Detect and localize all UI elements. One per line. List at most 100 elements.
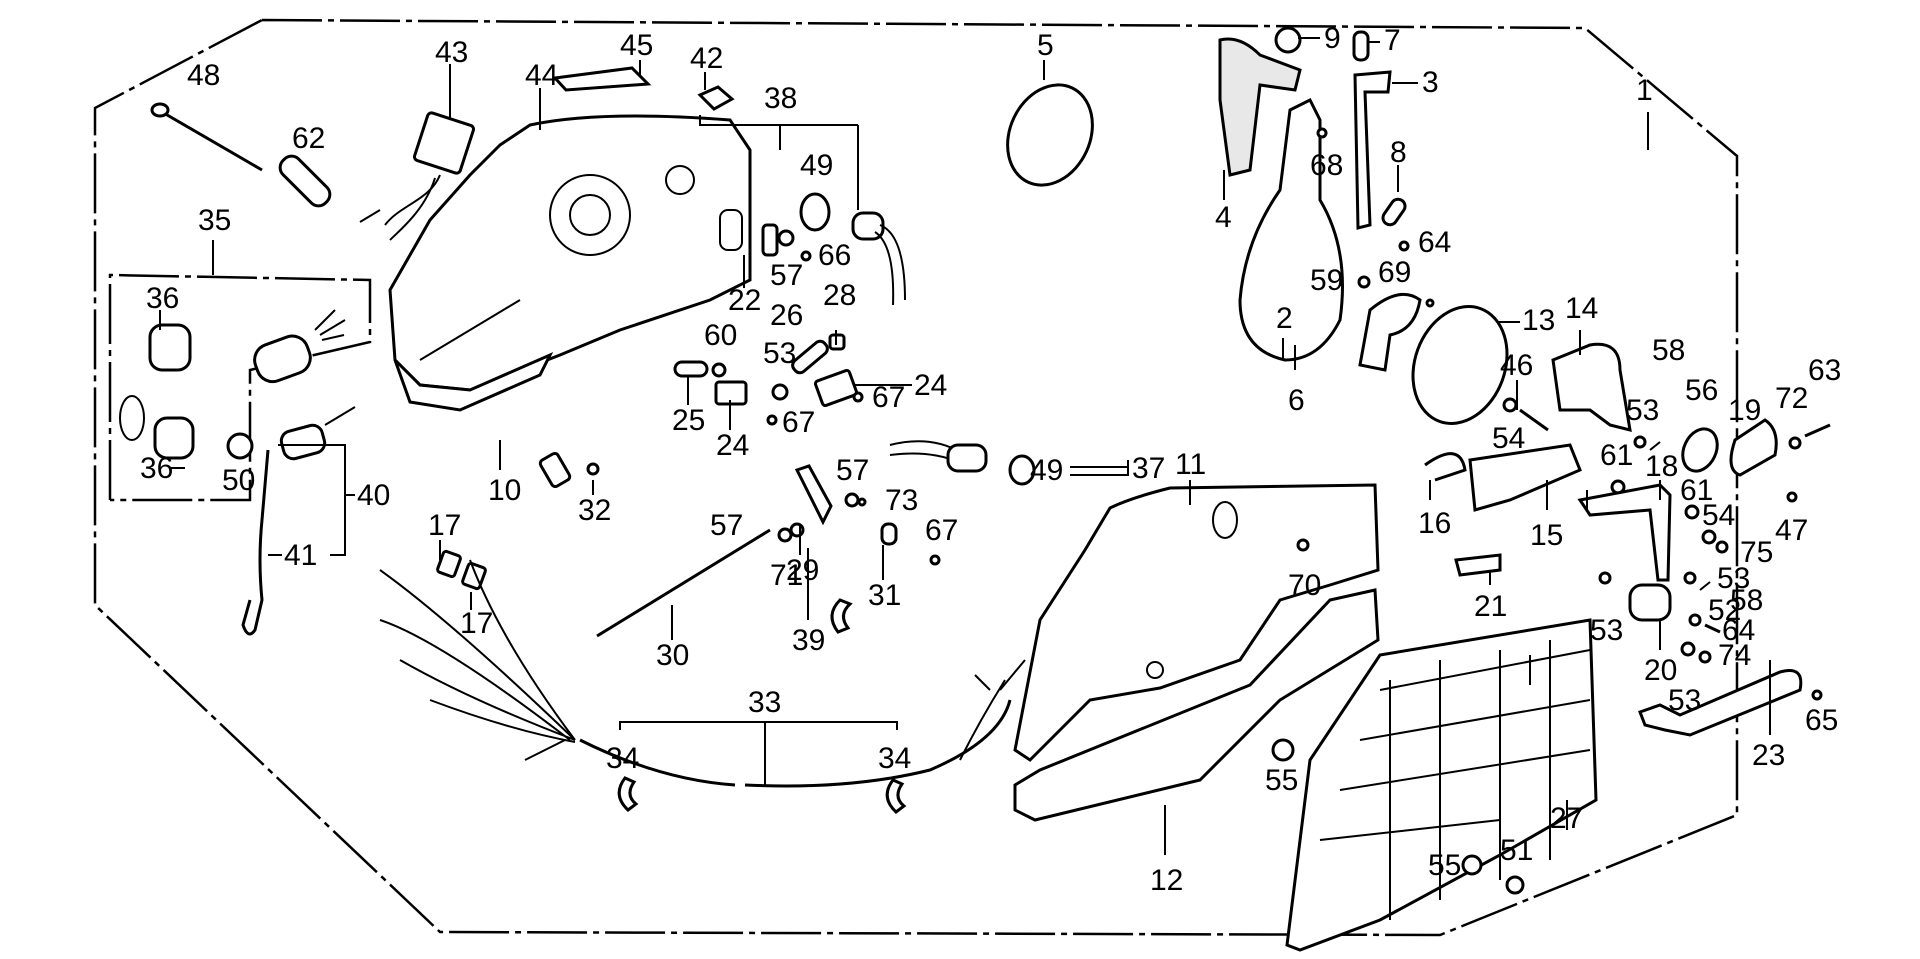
callout-74: 74 <box>1718 639 1751 672</box>
part-13-gear-plate <box>1411 305 1509 425</box>
part-35-kit-boundary <box>108 273 372 502</box>
part-26-spring <box>791 339 829 375</box>
part-74-nut <box>1698 650 1712 664</box>
callout-labels: 1 2 3 4 5 6 7 8 9 10 11 12 13 14 15 16 1… <box>140 22 1841 897</box>
callout-40: 40 <box>357 479 390 512</box>
callout-2: 2 <box>1276 302 1293 335</box>
part-38-connector <box>851 211 906 306</box>
callout-42: 42 <box>690 42 723 75</box>
callout-43: 43 <box>435 36 468 69</box>
part-40-stop-switch <box>279 406 356 461</box>
callout-48: 48 <box>187 59 220 92</box>
callout-32: 32 <box>578 494 611 527</box>
callout-64b: 64 <box>1722 614 1755 647</box>
callout-19: 19 <box>1728 394 1761 427</box>
part-37-connector <box>889 440 988 473</box>
part-57-washer-c <box>789 522 805 538</box>
callout-53b: 53 <box>1626 394 1659 427</box>
part-24-plate-b <box>813 368 859 408</box>
callout-5: 5 <box>1037 29 1054 62</box>
part-39-clamp <box>830 598 853 634</box>
callout-31: 31 <box>868 579 901 612</box>
leader-lines <box>159 37 1771 855</box>
callout-22: 22 <box>728 284 761 317</box>
part-14-bracket <box>1551 342 1632 433</box>
callout-3: 3 <box>1422 66 1439 99</box>
part-56-seal <box>1681 427 1719 473</box>
part-61-nut-b <box>1684 504 1700 520</box>
callout-66: 66 <box>818 239 851 272</box>
part-52-washer <box>1688 613 1702 627</box>
callout-57c: 57 <box>710 509 743 542</box>
callout-63: 63 <box>1808 354 1841 387</box>
part-57-washer-b <box>844 492 860 508</box>
part-5-ring <box>1006 83 1094 187</box>
callout-36b: 36 <box>140 452 173 485</box>
callout-51: 51 <box>1500 834 1533 867</box>
callout-50: 50 <box>222 464 255 497</box>
part-19-cover <box>1729 418 1778 477</box>
part-71-nut <box>777 527 793 543</box>
assembly-boundary <box>93 18 1739 937</box>
part-55-washer-b <box>1461 854 1483 876</box>
part-46-bolt <box>1519 408 1549 432</box>
callout-34b: 34 <box>878 742 911 775</box>
callout-45: 45 <box>620 29 653 62</box>
callout-73: 73 <box>885 484 918 517</box>
part-53-washer-c <box>1683 571 1697 585</box>
callout-60: 60 <box>704 319 737 352</box>
callout-53d: 53 <box>1590 614 1623 647</box>
part-21-spring <box>1454 553 1502 577</box>
part-10-plate <box>393 351 554 412</box>
part-53-washer-e <box>1680 641 1696 657</box>
part-48-bolt <box>150 102 263 172</box>
callout-55b: 55 <box>1428 849 1461 882</box>
part-58-pin-a <box>1649 441 1661 451</box>
callout-57a: 57 <box>770 259 803 292</box>
callout-24a: 24 <box>914 369 947 402</box>
part-6-cam <box>1358 292 1422 372</box>
callout-61a: 61 <box>1600 439 1633 472</box>
part-68-screw <box>1316 127 1328 139</box>
callout-41: 41 <box>284 539 317 572</box>
part-73-pin <box>857 497 867 507</box>
part-45-label-plate <box>551 66 652 92</box>
part-67-screw-b <box>766 414 778 426</box>
part-54-washer-a <box>1502 397 1518 413</box>
callout-1: 1 <box>1636 74 1653 107</box>
part-65-screw <box>1811 689 1823 701</box>
callout-71: 71 <box>770 559 803 592</box>
part-60-pin <box>711 362 727 378</box>
callout-35: 35 <box>198 204 231 237</box>
callout-49a: 49 <box>800 149 833 182</box>
part-53-washer-b <box>1633 435 1647 449</box>
part-33-wire-harness <box>379 559 1026 788</box>
callout-53c: 53 <box>1717 562 1750 595</box>
callout-75: 75 <box>1740 536 1773 569</box>
part-36-key <box>119 323 195 460</box>
part-49-seal-b <box>1008 454 1036 486</box>
callout-49b: 49 <box>1030 454 1063 487</box>
callout-64a: 64 <box>1418 226 1451 259</box>
part-54-washer-b <box>1701 529 1717 545</box>
callout-8: 8 <box>1390 136 1407 169</box>
part-20-switch <box>1628 583 1672 622</box>
callout-16: 16 <box>1418 507 1451 540</box>
callout-67a: 67 <box>872 381 905 414</box>
part-69-screw <box>1357 275 1371 289</box>
callout-25: 25 <box>672 404 705 437</box>
part-51-nut <box>1505 875 1525 895</box>
callout-53e: 53 <box>1668 684 1701 717</box>
part-11-side-plate <box>1013 483 1380 762</box>
callout-54b: 54 <box>1702 499 1735 532</box>
callout-62: 62 <box>292 122 325 155</box>
callout-9: 9 <box>1324 22 1341 55</box>
callout-61b: 61 <box>1680 474 1713 507</box>
callout-44: 44 <box>525 59 558 92</box>
part-3-rod <box>1353 70 1392 230</box>
callout-47: 47 <box>1775 514 1808 547</box>
part-12-strip <box>1013 588 1380 822</box>
part-58-pin-b <box>1699 581 1711 591</box>
callout-4: 4 <box>1215 201 1232 234</box>
callout-28: 28 <box>823 279 856 312</box>
